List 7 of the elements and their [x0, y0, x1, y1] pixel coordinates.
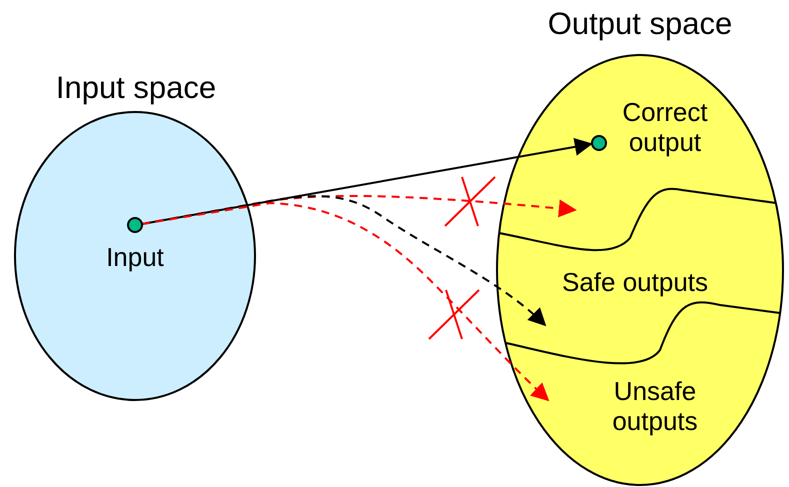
space-heading: Output space [546, 6, 734, 42]
point-label: Input [105, 243, 165, 273]
arrow [142, 202, 550, 402]
region-label: Unsafe outputs [611, 377, 699, 437]
region-label: Correct output [621, 98, 709, 158]
region-label: Safe outputs [561, 268, 709, 298]
space-heading: Input space [54, 70, 218, 106]
